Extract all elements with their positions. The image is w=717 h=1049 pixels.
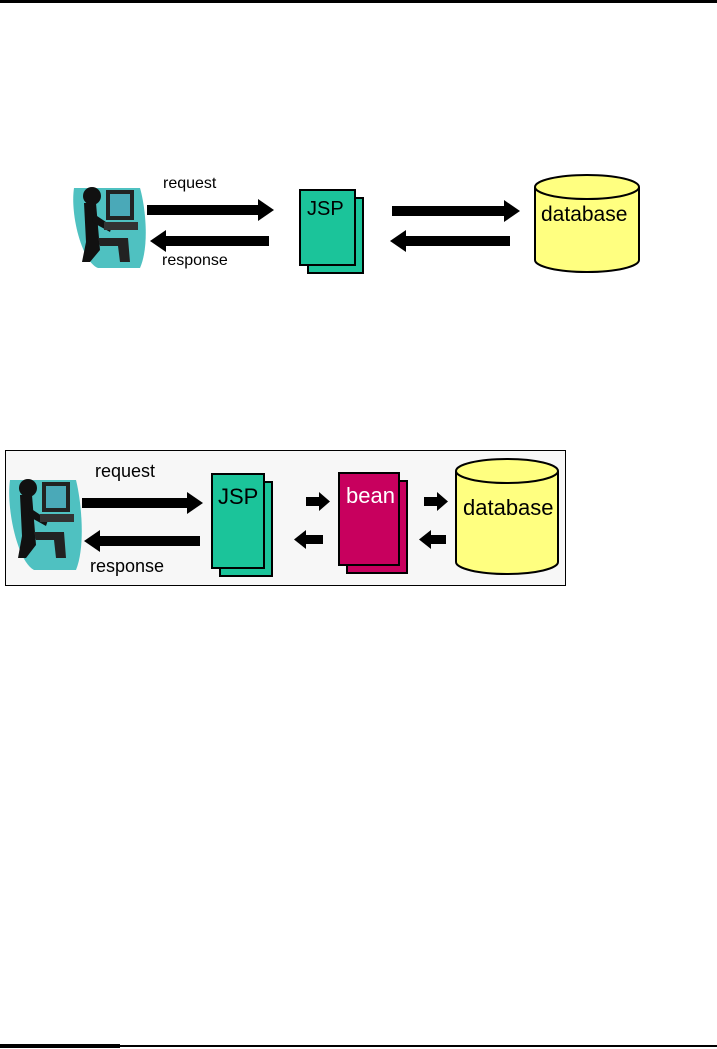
bean-label: bean [346,483,395,508]
diagram1-svg [73,174,640,274]
arrow-left-icon [150,230,269,252]
arrow-right-icon [392,200,520,222]
database-label: database [463,495,554,520]
arrow-right-icon [82,492,203,514]
document-stack-icon [299,189,364,274]
arrow-left-icon [294,530,323,549]
database-label: database [541,203,628,226]
arrow-left-icon [84,530,200,552]
diagram-jsp-bean-database: request response JSP bean database [0,440,717,600]
arrow-right-icon [147,199,274,221]
header-rule [0,0,717,3]
response-label: response [90,556,165,576]
request-label: request [163,175,217,192]
arrow-right-icon [424,492,448,511]
user-at-computer-icon [9,479,82,570]
request-label: request [95,461,156,481]
diagram-jsp-database: request response JSP database [0,0,717,300]
footer-rule-accent [0,1044,120,1048]
database-cylinder-icon [534,174,640,273]
response-label: response [162,252,228,269]
arrow-left-icon [390,230,510,252]
document-stack-icon [211,473,273,577]
diagram2-svg [9,458,559,577]
document-stack-icon [338,472,408,574]
user-at-computer-icon [73,187,146,268]
database-cylinder-icon [455,458,559,575]
jsp-label: JSP [218,484,259,509]
jsp-label: JSP [307,198,344,220]
arrow-right-icon [306,492,330,511]
arrow-left-icon [419,530,446,549]
footer-rule [0,1045,717,1047]
